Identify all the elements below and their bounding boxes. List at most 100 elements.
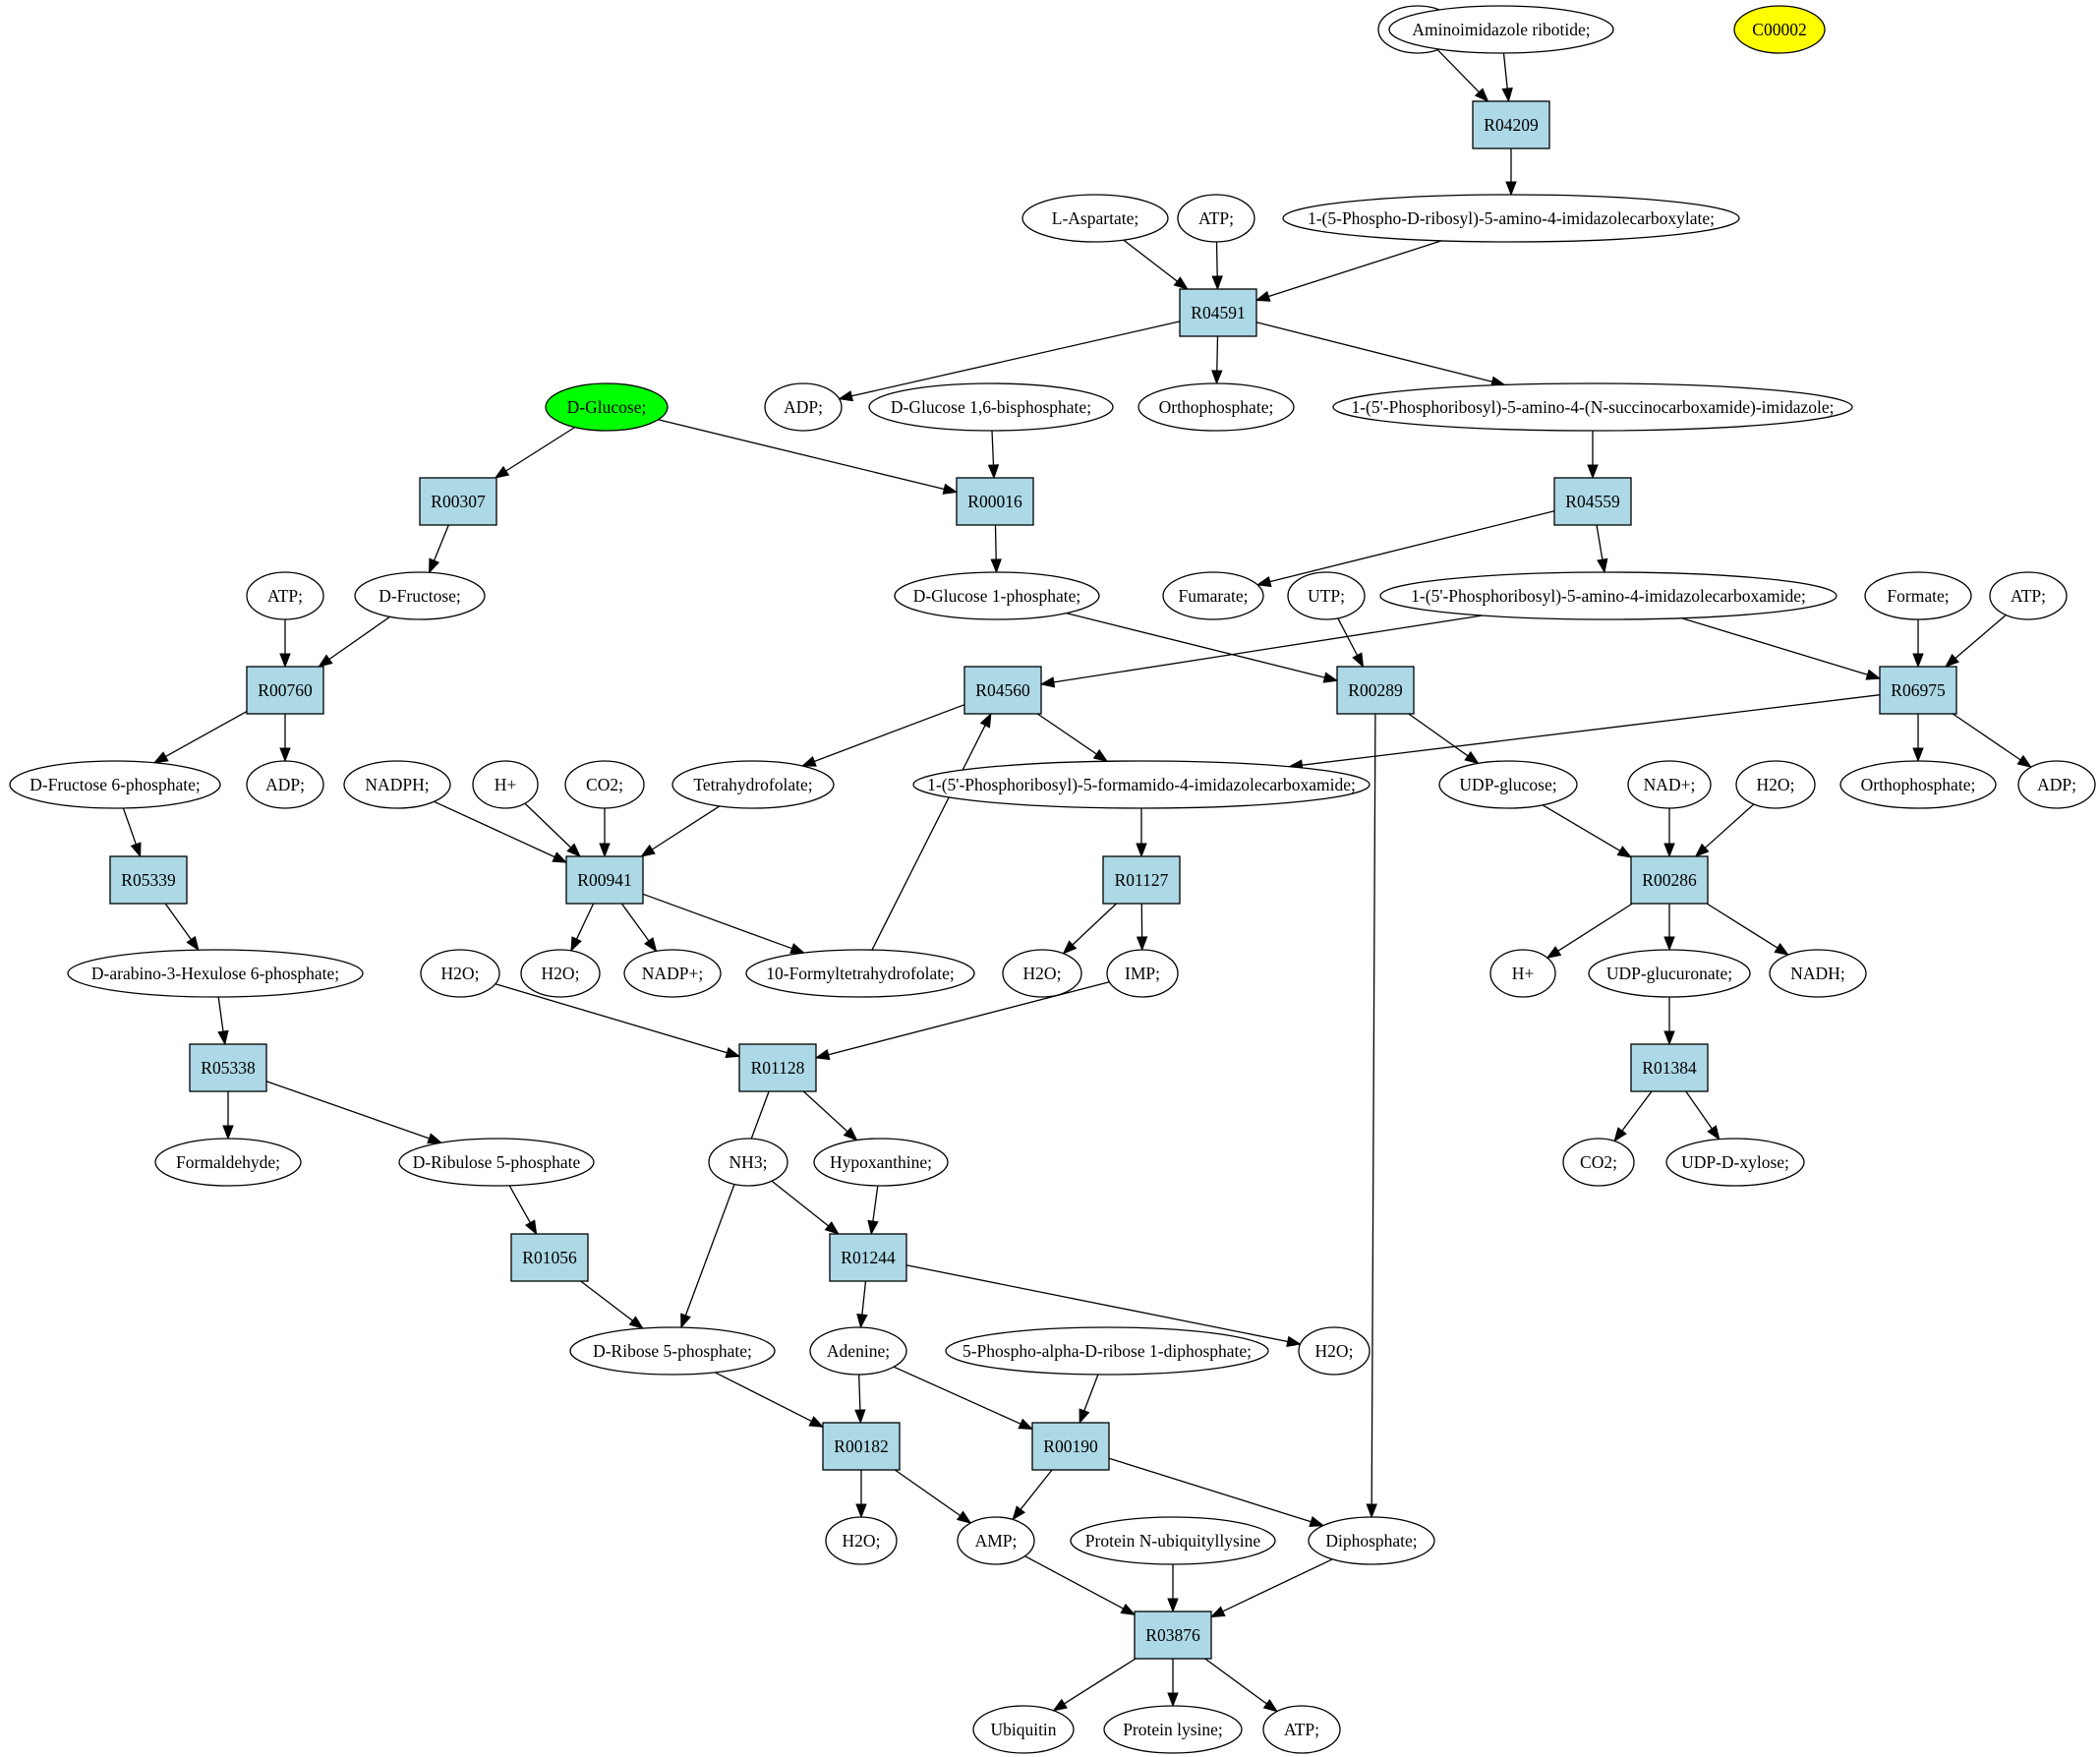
metabolite-ellipse <box>813 1138 949 1187</box>
metabolite-node-saicar[interactable]: 1-(5'-Phosphoribosyl)-5-amino-4-(N-succi… <box>1332 382 1853 432</box>
metabolite-node-faicar[interactable]: 1-(5'-Phosphoribosyl)-5-formamido-4-imid… <box>912 760 1371 809</box>
metabolite-ellipse <box>1070 1516 1276 1565</box>
reaction-node-R00190[interactable]: R00190 <box>1031 1422 1110 1471</box>
metabolite-node-fructose-6p[interactable]: D-Fructose 6-phosphate; <box>9 760 221 809</box>
reaction-node-R04591[interactable]: R04591 <box>1179 288 1257 337</box>
reaction-node-R04560[interactable]: R04560 <box>963 666 1042 715</box>
metabolite-node-h2o-1[interactable]: H2O; <box>1735 760 1816 809</box>
metabolite-node-h2o-4[interactable]: H2O; <box>1002 949 1082 998</box>
reaction-node-R04209[interactable]: R04209 <box>1472 100 1550 149</box>
metabolite-node-l-aspartate[interactable]: L-Aspartate; <box>1021 194 1169 243</box>
metabolite-node-h2o-5[interactable]: H2O; <box>1298 1326 1371 1376</box>
metabolite-node-protein-ubiquityllysine[interactable]: Protein N-ubiquityllysine <box>1070 1516 1276 1565</box>
metabolite-node-d-glucose[interactable]: D-Glucose; <box>545 382 669 432</box>
metabolite-node-ubiquitin[interactable]: Ubiquitin <box>972 1705 1075 1754</box>
metabolite-node-hplus-2[interactable]: H+ <box>1489 949 1556 998</box>
reaction-node-R05338[interactable]: R05338 <box>189 1043 267 1092</box>
metabolite-node-ribose-5p[interactable]: D-Ribose 5-phosphate; <box>569 1326 776 1376</box>
metabolite-label: Hypoxanthine; <box>830 1152 932 1172</box>
metabolite-node-co2-2[interactable]: CO2; <box>564 760 645 809</box>
metabolite-node-h2o-2[interactable]: H2O; <box>420 949 500 998</box>
metabolite-node-formaldehyde[interactable]: Formaldehyde; <box>154 1138 302 1187</box>
reaction-node-R05339[interactable]: R05339 <box>109 855 188 905</box>
metabolite-node-aminoimidazole[interactable]: Aminoimidazole ribotide; <box>1388 5 1614 54</box>
arrowhead <box>1262 1699 1279 1713</box>
metabolite-node-adp-3[interactable]: ADP; <box>2017 760 2096 809</box>
reaction-node-R03876[interactable]: R03876 <box>1134 1611 1212 1660</box>
metabolite-node-formate[interactable]: Formate; <box>1864 571 1972 620</box>
metabolite-label: 5-Phospho-alpha-D-ribose 1-diphosphate; <box>962 1341 1252 1361</box>
edge-m-amp-to-r-R03876 <box>1024 1555 1137 1615</box>
metabolite-node-carboxylate[interactable]: 1-(5-Phospho-D-ribosyl)-5-amino-4-imidaz… <box>1282 194 1740 243</box>
reaction-node-R00182[interactable]: R00182 <box>822 1422 901 1471</box>
metabolite-node-h2o-3[interactable]: H2O; <box>520 949 601 998</box>
metabolite-node-nh3[interactable]: NH3; <box>708 1138 788 1187</box>
edge-r-R00016-to-m-glucose-1p <box>990 524 1002 574</box>
metabolite-node-atp-4[interactable]: ATP; <box>1262 1705 1341 1754</box>
reaction-node-R01127[interactable]: R01127 <box>1102 855 1181 905</box>
metabolite-node-utp[interactable]: UTP; <box>1287 571 1366 620</box>
metabolite-node-glucose-16bp[interactable]: D-Glucose 1,6-bisphosphate; <box>868 382 1114 432</box>
reaction-node-R00016[interactable]: R00016 <box>956 477 1034 526</box>
reaction-node-R01384[interactable]: R01384 <box>1630 1043 1709 1092</box>
metabolite-node-atp-1[interactable]: ATP; <box>1177 194 1255 243</box>
metabolite-node-nad[interactable]: NAD+; <box>1627 760 1712 809</box>
edge-r-R00941-to-m-10-formyl-thf <box>642 893 806 954</box>
metabolite-node-d-fructose[interactable]: D-Fructose; <box>354 571 486 620</box>
metabolite-node-amp[interactable]: AMP; <box>957 1516 1035 1565</box>
metabolite-node-h2o-6[interactable]: H2O; <box>825 1516 898 1565</box>
reaction-node-R00289[interactable]: R00289 <box>1336 666 1415 715</box>
metabolite-node-orthophosphate-1[interactable]: Orthophosphate; <box>1138 382 1295 432</box>
reaction-label: R01244 <box>841 1248 896 1267</box>
reaction-box <box>109 855 188 905</box>
reaction-node-R00760[interactable]: R00760 <box>246 666 324 715</box>
reaction-node-R01244[interactable]: R01244 <box>829 1233 907 1282</box>
reaction-node-R00941[interactable]: R00941 <box>565 855 644 905</box>
edge-line <box>575 903 595 940</box>
metabolite-ellipse <box>545 382 669 432</box>
reaction-node-R00307[interactable]: R00307 <box>419 477 497 526</box>
metabolite-node-udp-glucuronate[interactable]: UDP-glucuronate; <box>1588 949 1751 998</box>
reaction-node-R01128[interactable]: R01128 <box>738 1043 817 1092</box>
metabolite-label: NH3; <box>729 1152 768 1172</box>
metabolite-node-adenine[interactable]: Adenine; <box>809 1326 907 1376</box>
metabolite-node-ribulose-5p[interactable]: D-Ribulose 5-phosphate <box>398 1138 595 1187</box>
metabolite-node-10-formyl-thf[interactable]: 10-Formyltetrahydrofolate; <box>745 949 975 998</box>
metabolite-node-adp-2[interactable]: ADP; <box>246 760 324 809</box>
metabolite-node-nadph[interactable]: NADPH; <box>343 760 451 809</box>
reaction-node-R04559[interactable]: R04559 <box>1553 477 1632 526</box>
metabolite-node-co2-3[interactable]: CO2; <box>1562 1138 1635 1187</box>
arrowhead <box>525 1219 538 1236</box>
edge-line <box>905 1264 1288 1343</box>
metabolite-node-atp-3[interactable]: ATP; <box>1989 571 2068 620</box>
edge-r-R01128-to-m-ribose-5p <box>680 1090 770 1329</box>
metabolite-node-hplus-1[interactable]: H+ <box>472 760 539 809</box>
metabolite-node-diphosphate[interactable]: Diphosphate; <box>1308 1516 1435 1565</box>
metabolite-node-udp-glucose[interactable]: UDP-glucose; <box>1438 760 1578 809</box>
edge-line <box>165 711 248 757</box>
metabolite-node-thf[interactable]: Tetrahydrofolate; <box>671 760 835 809</box>
metabolite-label: NADP+; <box>642 964 703 983</box>
reaction-node-R06975[interactable]: R06975 <box>1879 666 1957 715</box>
metabolite-node-fumarate[interactable]: Fumarate; <box>1162 571 1264 620</box>
edge-m-10-formyl-thf-to-r-R04560 <box>871 712 992 951</box>
metabolite-node-atp-2[interactable]: ATP; <box>246 571 324 620</box>
metabolite-node-udp-xylose[interactable]: UDP-D-xylose; <box>1665 1138 1805 1187</box>
metabolite-node-aicar[interactable]: 1-(5'-Phosphoribosyl)-5-amino-4-imidazol… <box>1379 571 1838 620</box>
metabolite-node-nadh[interactable]: NADH; <box>1769 949 1867 998</box>
reaction-node-R01056[interactable]: R01056 <box>510 1233 589 1282</box>
metabolite-node-adp-1[interactable]: ADP; <box>764 382 843 432</box>
arrowhead <box>217 1029 229 1046</box>
metabolite-node-c00002[interactable]: C00002 <box>1733 5 1826 54</box>
metabolite-node-imp[interactable]: IMP; <box>1106 949 1179 998</box>
edge-line <box>861 1280 867 1316</box>
metabolite-node-glucose-1p[interactable]: D-Glucose 1-phosphate; <box>894 571 1100 620</box>
metabolite-node-protein-lysine[interactable]: Protein lysine; <box>1103 1705 1243 1754</box>
metabolite-node-prpp[interactable]: 5-Phospho-alpha-D-ribose 1-diphosphate; <box>945 1326 1269 1376</box>
reaction-node-R00286[interactable]: R00286 <box>1630 855 1709 905</box>
metabolite-node-orthophosphate-2[interactable]: Orthophosphate; <box>1839 760 1997 809</box>
metabolite-node-hexulose-6p[interactable]: D-arabino-3-Hexulose 6-phosphate; <box>67 949 364 998</box>
metabolite-node-hypoxanthine[interactable]: Hypoxanthine; <box>813 1138 949 1187</box>
metabolite-node-nadp[interactable]: NADP+; <box>623 949 722 998</box>
reaction-box <box>829 1233 907 1282</box>
